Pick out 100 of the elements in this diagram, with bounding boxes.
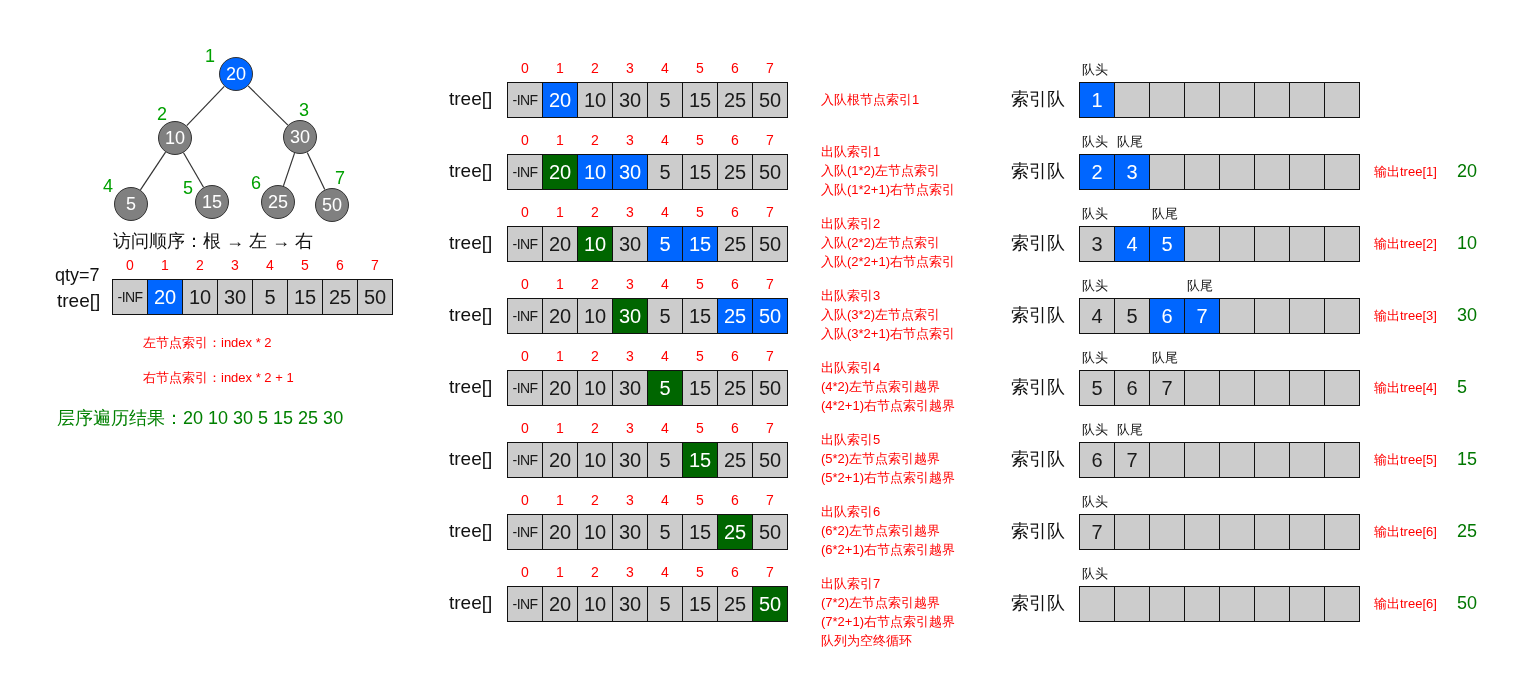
array-cell: 20 bbox=[542, 442, 578, 478]
queue-pointer-label: 队头 bbox=[1082, 206, 1108, 222]
node-index-number: 5 bbox=[183, 177, 193, 199]
array-cell: 5 bbox=[252, 279, 288, 315]
queue-pointer-label: 队头 bbox=[1082, 62, 1108, 78]
output-label: 输出tree[6] bbox=[1374, 523, 1437, 541]
queue-cell bbox=[1254, 154, 1290, 190]
array-cell: 15 bbox=[682, 514, 718, 550]
array-cell: 30 bbox=[612, 514, 648, 550]
array-name-label: tree[] bbox=[449, 159, 493, 183]
queue-pointer-label: 队尾 bbox=[1152, 206, 1178, 222]
queue-pointer-label: 队头 bbox=[1082, 134, 1108, 150]
array-cell: 50 bbox=[752, 370, 788, 406]
array-index-label: 6 bbox=[335, 256, 345, 274]
array-index-label: 4 bbox=[660, 275, 670, 293]
output-value: 10 bbox=[1457, 232, 1478, 255]
array-cell: 5 bbox=[647, 514, 683, 550]
queue-cell bbox=[1254, 586, 1290, 622]
queue-cell bbox=[1289, 154, 1325, 190]
array-index-label: 0 bbox=[520, 59, 530, 77]
array-cell: 5 bbox=[647, 298, 683, 334]
array-cell: 20 bbox=[542, 586, 578, 622]
queue-cell: 7 bbox=[1149, 370, 1185, 406]
traversal-result-text: 层序遍历结果：20 10 30 5 15 25 30 bbox=[57, 407, 344, 430]
connector-line bbox=[182, 152, 205, 188]
queue-cell bbox=[1254, 370, 1290, 406]
queue-name-label: 索引队 bbox=[1011, 88, 1065, 111]
array-cell: 25 bbox=[717, 586, 753, 622]
array-index-label: 5 bbox=[300, 256, 310, 274]
queue-cell bbox=[1289, 586, 1325, 622]
step-note: 出队索引6 bbox=[821, 503, 881, 521]
array-index-label: 2 bbox=[590, 275, 600, 293]
array-name-label: tree[] bbox=[449, 303, 493, 327]
step-note: (4*2)左节点索引越界 bbox=[821, 378, 941, 396]
array-cell: 20 bbox=[542, 370, 578, 406]
queue-pointer-label: 队头 bbox=[1082, 494, 1108, 510]
queue-cell: 6 bbox=[1114, 370, 1150, 406]
step-note: 出队索引1 bbox=[821, 143, 881, 161]
array-index-label: 4 bbox=[660, 419, 670, 437]
array-cell: 50 bbox=[752, 442, 788, 478]
array-index-label: 5 bbox=[695, 131, 705, 149]
queue-pointer-label: 队头 bbox=[1082, 422, 1108, 438]
queue-name-label: 索引队 bbox=[1011, 376, 1065, 399]
output-label: 输出tree[2] bbox=[1374, 235, 1437, 253]
array-cell: 10 bbox=[577, 82, 613, 118]
traversal-order-text: 访问顺序：根 → 左 → 右 bbox=[113, 230, 313, 253]
array-index-label: 5 bbox=[695, 563, 705, 581]
array-index-label: 5 bbox=[695, 491, 705, 509]
connector-line bbox=[139, 151, 167, 191]
array-cell: 20 bbox=[542, 514, 578, 550]
array-name-label: tree[] bbox=[57, 289, 101, 313]
array-cell: 30 bbox=[612, 442, 648, 478]
queue-name-label: 索引队 bbox=[1011, 448, 1065, 471]
array-cell: 20 bbox=[542, 82, 578, 118]
queue-cell bbox=[1289, 82, 1325, 118]
queue-pointer-label: 队尾 bbox=[1117, 134, 1143, 150]
array-name-label: tree[] bbox=[449, 375, 493, 399]
step-note: (7*2+1)右节点索引越界 bbox=[821, 613, 955, 631]
array-cell: 25 bbox=[717, 226, 753, 262]
queue-cell: 5 bbox=[1079, 370, 1115, 406]
array-index-label: 2 bbox=[590, 203, 600, 221]
array-index-label: 5 bbox=[695, 347, 705, 365]
queue-cell: 7 bbox=[1079, 514, 1115, 550]
queue-cell bbox=[1289, 514, 1325, 550]
array-cell: 10 bbox=[577, 154, 613, 190]
array-cell: 15 bbox=[682, 154, 718, 190]
array-cell: 30 bbox=[612, 586, 648, 622]
index-formula-text: 左节点索引：index * 2 bbox=[143, 334, 272, 352]
array-name-label: tree[] bbox=[449, 447, 493, 471]
array-index-label: 2 bbox=[590, 59, 600, 77]
step-note: 入队(2*2+1)右节点索引 bbox=[821, 253, 955, 271]
array-index-label: 1 bbox=[555, 563, 565, 581]
array-index-label: 6 bbox=[730, 131, 740, 149]
queue-cell bbox=[1184, 370, 1220, 406]
queue-cell: 1 bbox=[1079, 82, 1115, 118]
array-index-label: 6 bbox=[730, 275, 740, 293]
queue-cell bbox=[1324, 586, 1360, 622]
queue-cell: 6 bbox=[1149, 298, 1185, 334]
queue-cell bbox=[1324, 370, 1360, 406]
array-index-label: 3 bbox=[625, 563, 635, 581]
queue-pointer-label: 队头 bbox=[1082, 566, 1108, 582]
array-index-label: 5 bbox=[695, 419, 705, 437]
array-cell: 15 bbox=[682, 226, 718, 262]
array-cell: 25 bbox=[717, 154, 753, 190]
index-formula-text: 右节点索引：index * 2 + 1 bbox=[143, 369, 294, 387]
queue-cell: 7 bbox=[1114, 442, 1150, 478]
queue-cell: 5 bbox=[1114, 298, 1150, 334]
array-cell: 10 bbox=[577, 226, 613, 262]
output-label: 输出tree[5] bbox=[1374, 451, 1437, 469]
output-value: 15 bbox=[1457, 448, 1478, 471]
queue-cell bbox=[1219, 154, 1255, 190]
queue-cell bbox=[1114, 514, 1150, 550]
array-cell: 50 bbox=[752, 514, 788, 550]
array-cell: 20 bbox=[542, 154, 578, 190]
step-note: (7*2)左节点索引越界 bbox=[821, 594, 941, 612]
array-cell: 30 bbox=[612, 226, 648, 262]
step-note: 出队索引5 bbox=[821, 431, 881, 449]
array-cell: 5 bbox=[647, 442, 683, 478]
array-cell: -INF bbox=[507, 82, 543, 118]
array-index-label: 0 bbox=[520, 347, 530, 365]
